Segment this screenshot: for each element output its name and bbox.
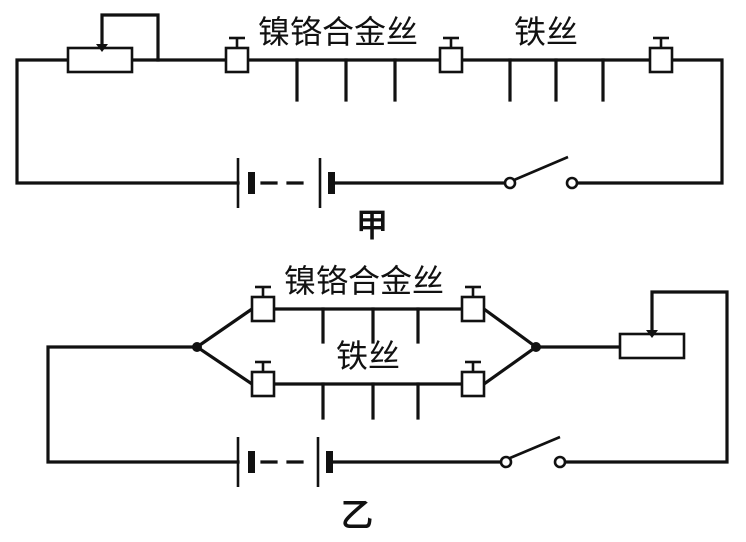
probe-legs-b <box>321 307 420 420</box>
junction-right-b <box>531 342 541 352</box>
iron-label-a: 铁丝 <box>514 13 578 51</box>
probe-legs-a <box>295 58 605 102</box>
junction-left-b <box>192 342 202 352</box>
terminal-a-1 <box>224 36 250 74</box>
circuit-b-right-wire <box>558 290 729 464</box>
switch-a <box>503 155 579 190</box>
circuit-diagram-a: 镍铬合金丝 铁丝 甲 <box>15 13 724 244</box>
terminal-b-3 <box>250 360 276 398</box>
terminal-b-2 <box>460 285 486 323</box>
circuit-diagram-b: 镍铬合金丝 铁丝 乙 <box>46 262 729 534</box>
caption-a: 甲 <box>356 206 388 244</box>
nichrome-label-a: 镍铬合金丝 <box>258 13 418 51</box>
iron-label-b: 铁丝 <box>336 337 400 375</box>
terminal-b-1 <box>250 285 276 323</box>
circuit-a-top-wire-1 <box>100 13 160 62</box>
caption-b: 乙 <box>341 496 373 534</box>
rheostat-a-slider <box>96 44 108 52</box>
rheostat-a <box>66 44 134 74</box>
battery-b <box>236 437 503 487</box>
branch-b-right <box>481 306 539 387</box>
rheostat-b-slider <box>646 330 658 338</box>
terminal-a-3 <box>648 36 674 74</box>
terminal-a-2 <box>438 36 464 74</box>
rheostat-a-body <box>66 46 134 74</box>
battery-a <box>236 158 508 208</box>
circuit-a-right-wire <box>570 58 724 185</box>
circuit-b-left-wire <box>46 345 240 464</box>
branch-b-left <box>194 306 255 387</box>
nichrome-label-b: 镍铬合金丝 <box>284 262 444 300</box>
circuit-a-left-wire <box>15 58 240 185</box>
rheostat-b <box>618 330 686 360</box>
terminal-b-4 <box>460 360 486 398</box>
switch-b <box>499 435 567 469</box>
